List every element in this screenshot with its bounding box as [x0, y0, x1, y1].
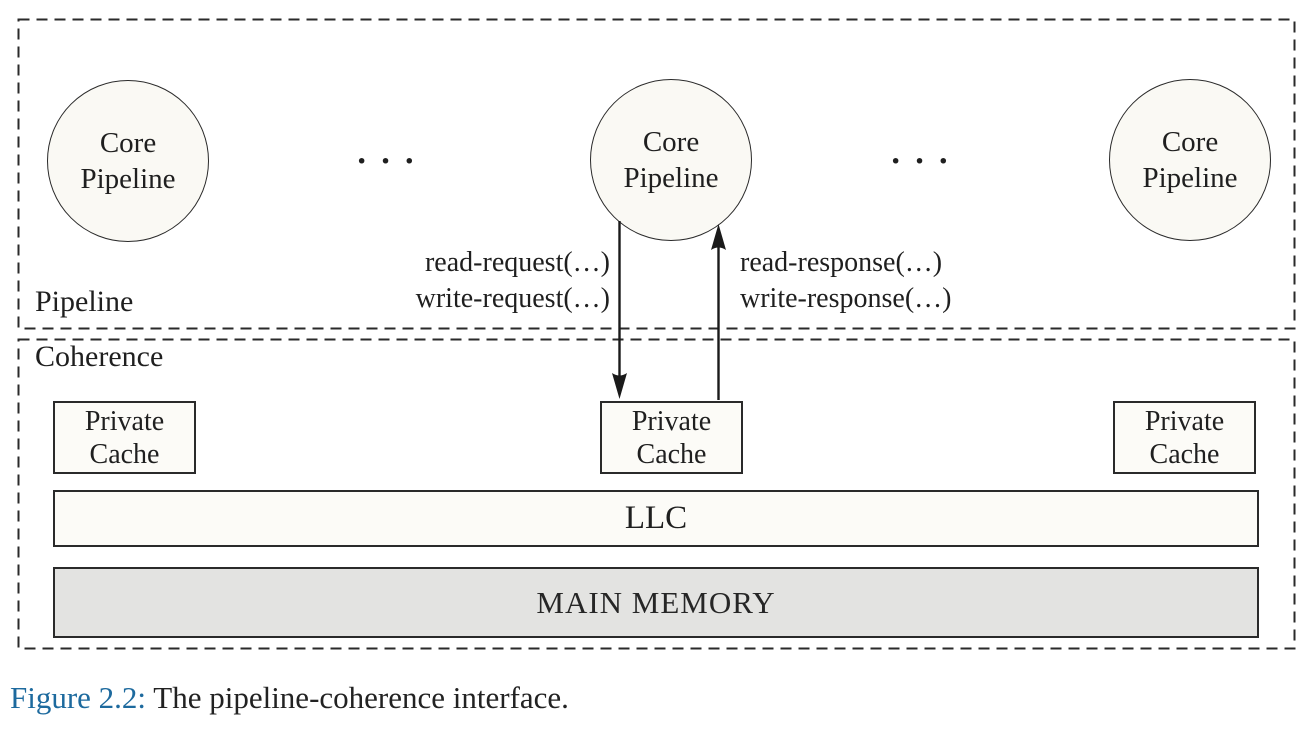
private-cache-label-line2: Cache: [1149, 438, 1220, 470]
core-pipeline-node-right: Core Pipeline: [1109, 79, 1271, 241]
ellipsis-left: · · ·: [356, 143, 418, 180]
main-memory-box: MAIN MEMORY: [53, 567, 1259, 638]
core-pipeline-label-line2: Pipeline: [1142, 162, 1238, 194]
read-response-label: read-response(…): [740, 247, 943, 278]
figure-caption-text-inner: The pipeline-coherence interface.: [153, 680, 569, 715]
write-response-label: write-response(…): [740, 283, 952, 314]
private-cache-box-right: Private Cache: [1113, 401, 1256, 474]
coherence-region-label: Coherence: [35, 340, 164, 373]
core-pipeline-label-line2: Pipeline: [623, 162, 719, 194]
private-cache-box-middle: Private Cache: [600, 401, 743, 474]
read-request-label: read-request(…): [424, 247, 610, 278]
main-memory-label: MAIN MEMORY: [536, 584, 776, 620]
pipeline-region-label: Pipeline: [35, 285, 134, 318]
response-call-labels: read-response(…) write-response(…): [740, 245, 951, 317]
core-pipeline-label-line1: Core: [1161, 126, 1219, 158]
private-cache-label-line2: Cache: [89, 438, 160, 470]
private-cache-label-line2: Cache: [636, 438, 707, 470]
core-pipeline-node-left: Core Pipeline: [47, 80, 209, 242]
ellipsis-right: · · ·: [890, 143, 952, 180]
private-cache-box-left: Private Cache: [53, 401, 196, 474]
figure-caption-text: The pipeline-coherence interface.: [153, 680, 569, 715]
core-pipeline-node-middle: Core Pipeline: [590, 79, 752, 241]
private-cache-label-line1: Private: [84, 405, 165, 437]
request-call-labels: read-request(…) write-request(…): [416, 245, 610, 317]
core-pipeline-label-line1: Core: [99, 127, 157, 159]
private-cache-label-line1: Private: [631, 405, 712, 437]
core-pipeline-label-line2: Pipeline: [80, 163, 176, 195]
llc-label: LLC: [624, 500, 688, 536]
core-pipeline-label-line1: Core: [642, 126, 700, 158]
request-arrow-down: [612, 221, 627, 399]
llc-box: LLC: [53, 490, 1259, 547]
response-arrow-up: [711, 224, 726, 400]
write-request-label: write-request(…): [415, 283, 610, 314]
private-cache-label-line1: Private: [1144, 405, 1225, 437]
figure-caption-number: Figure 2.2:: [10, 680, 147, 715]
figure-caption: Figure 2.2: The pipeline-coherence inter…: [10, 680, 569, 716]
